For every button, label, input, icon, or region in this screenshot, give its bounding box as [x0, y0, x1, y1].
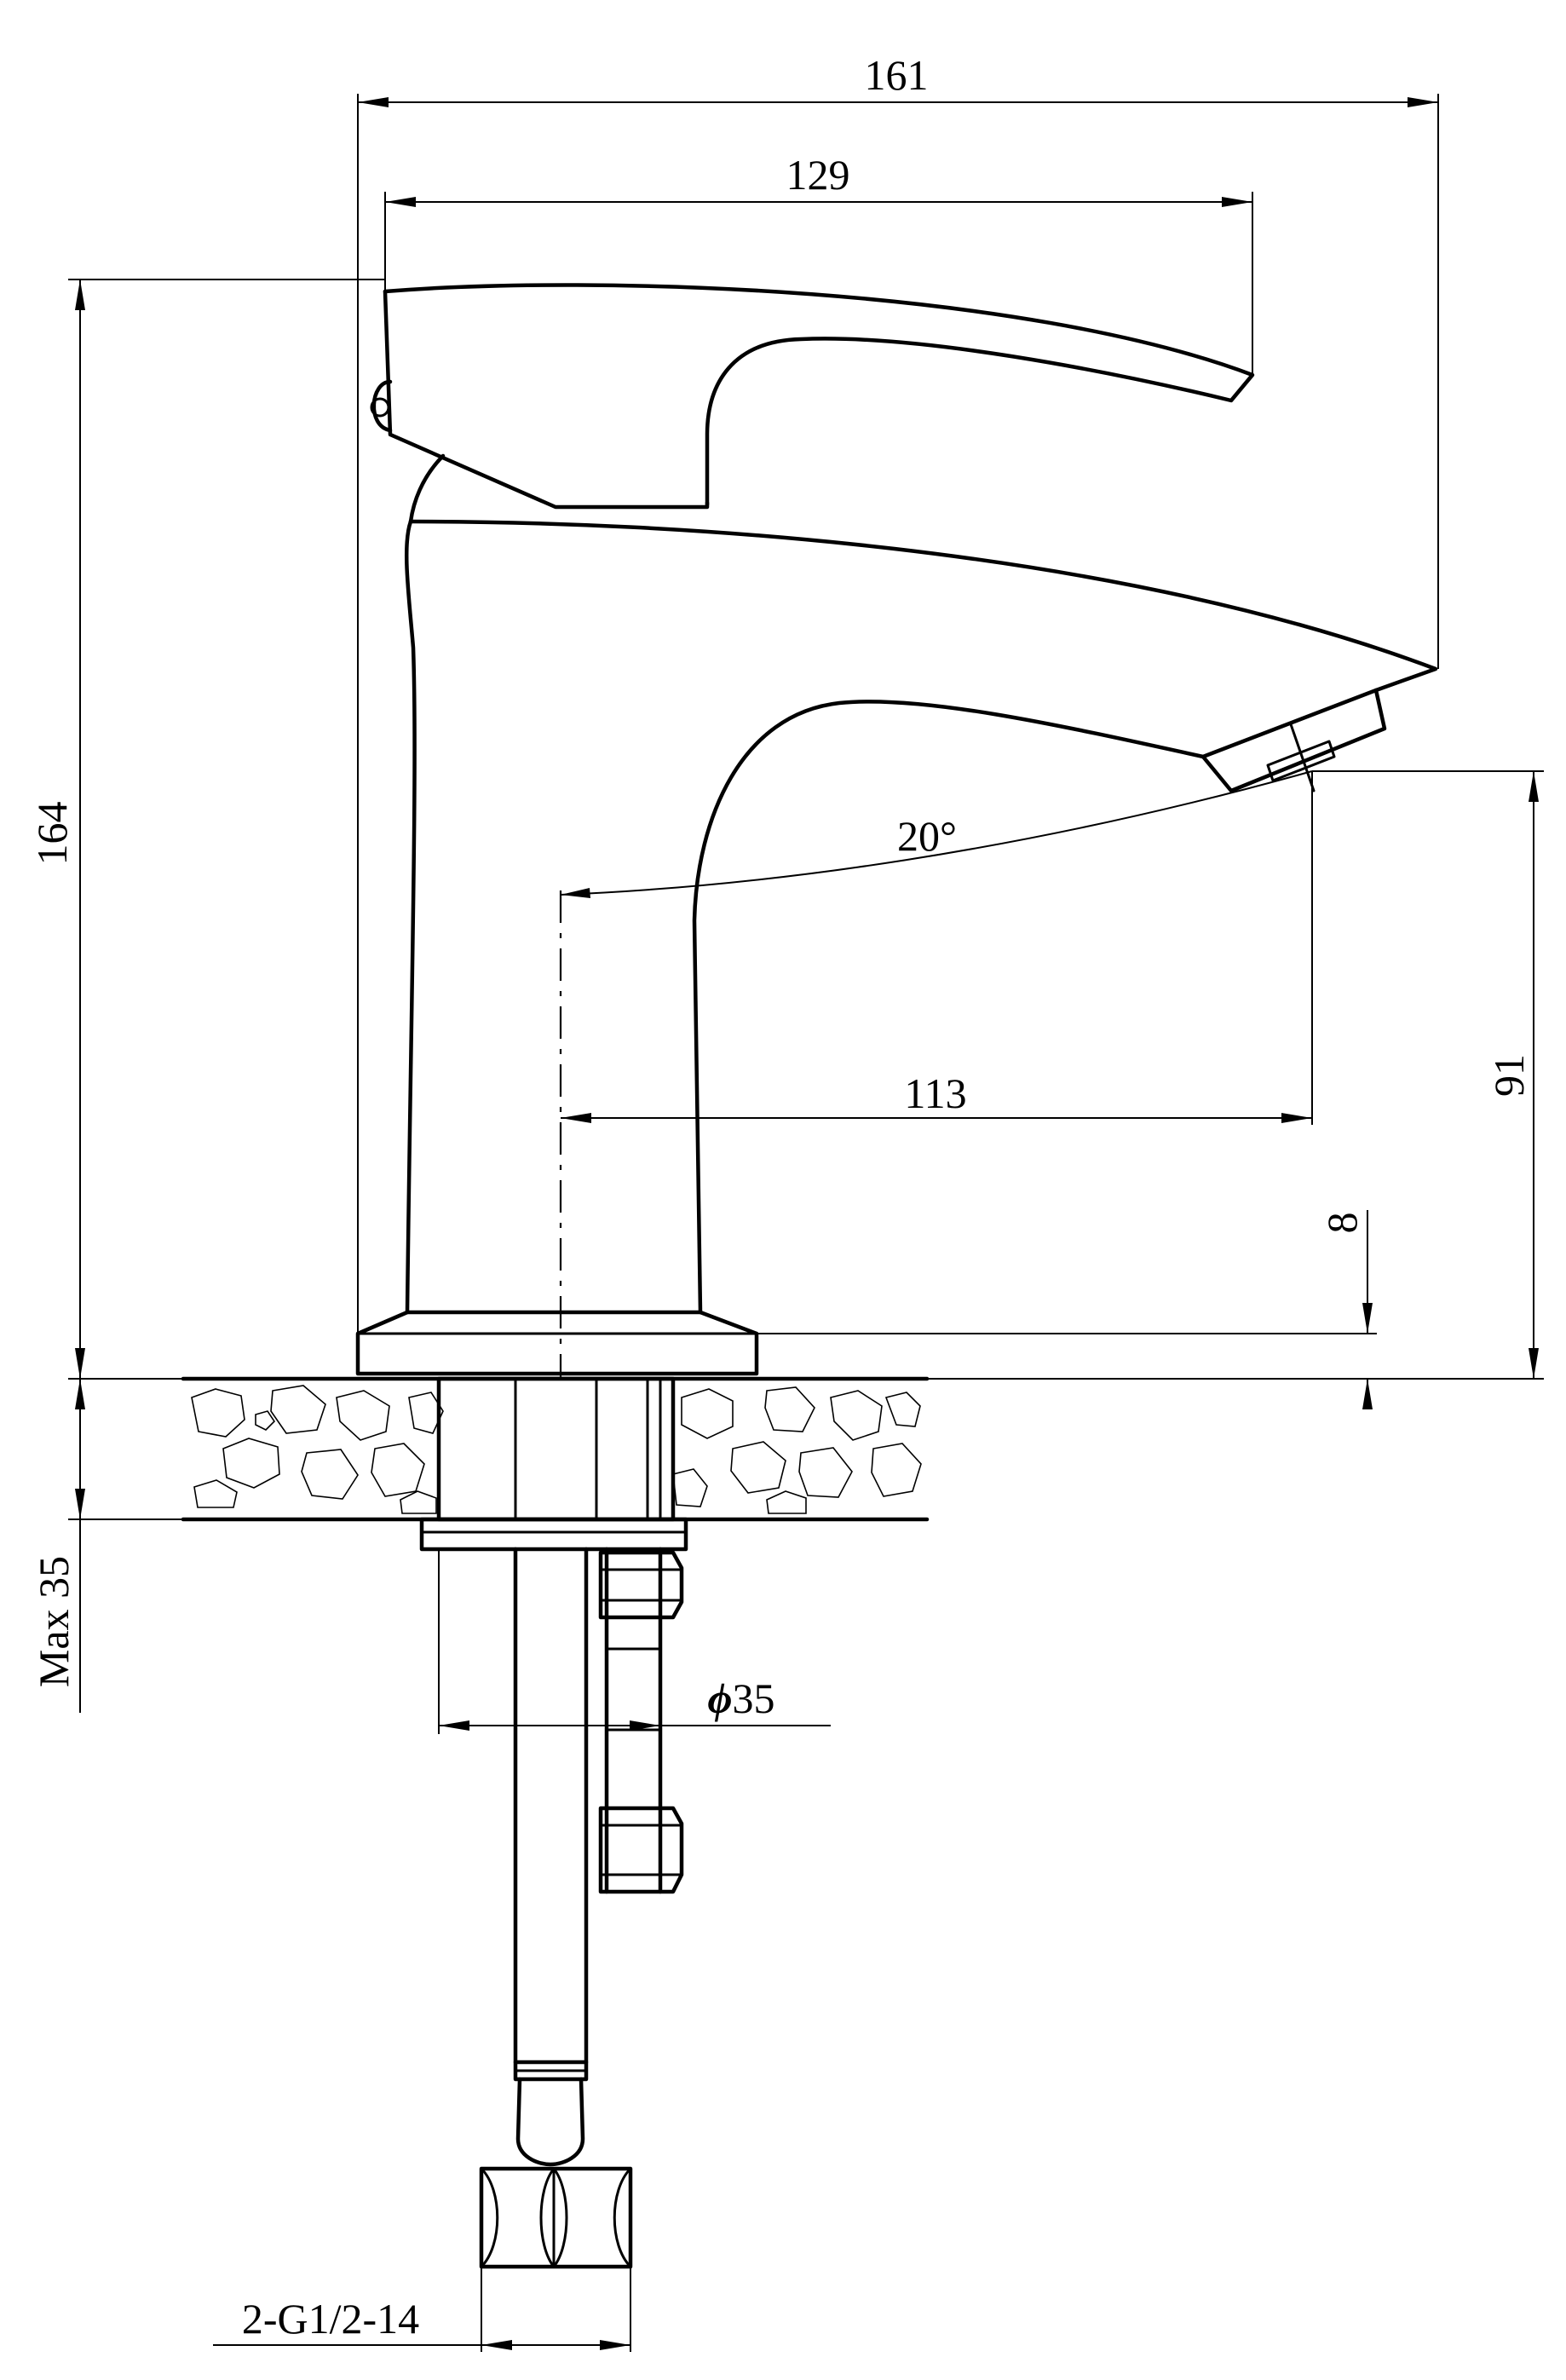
- mounting-hole-value: 35: [732, 1674, 774, 1722]
- dim-label-overall-height: 164: [28, 802, 76, 866]
- dim-label-base-height: 8: [1318, 1213, 1366, 1234]
- dim-label-spout-reach: 113: [904, 1069, 966, 1117]
- mounting-shank: [419, 1376, 688, 1552]
- dim-label-spout-angle: 20°: [897, 812, 957, 860]
- dim-label-hose-connection: 2-G1/2-14: [242, 2295, 419, 2343]
- faucet-aerator: [1200, 688, 1387, 793]
- dim-label-spout-height: 91: [1485, 1054, 1533, 1097]
- diameter-symbol: ϕ: [708, 1674, 733, 1722]
- countertop-section: [181, 1376, 930, 1522]
- dim-label-overall-width: 161: [865, 51, 929, 99]
- dim-label-lever-length: 129: [786, 151, 850, 199]
- flexible-hoses: [479, 1547, 684, 2269]
- dim-label-mounting-hole: ϕ35: [708, 1674, 775, 1722]
- faucet-lever-handle: [370, 283, 1255, 524]
- dimension-lines: [68, 94, 1544, 2352]
- dim-label-max-counter-thickness: Max 35: [30, 1556, 78, 1687]
- faucet-body: [355, 519, 1438, 1376]
